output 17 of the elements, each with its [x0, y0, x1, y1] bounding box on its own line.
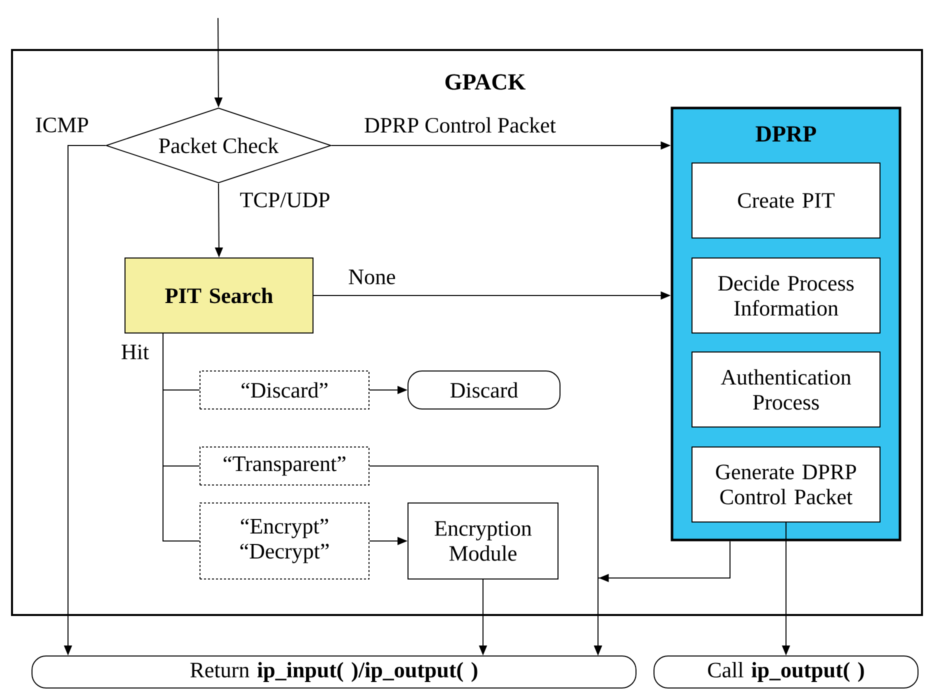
edge-label: None: [347, 268, 397, 286]
process-box: Authentication Process: [692, 352, 880, 428]
terminal-box: Call ip_output( ): [654, 655, 918, 688]
process-box: Decide Process Information: [692, 257, 880, 334]
edge-label: ICMP: [34, 116, 90, 134]
edge-label: TCP/UDP: [238, 192, 332, 208]
process-box: Generate DPRP Control Packet: [692, 446, 880, 522]
terminal-box: Return ip_input( )/ip_output( ): [32, 655, 636, 688]
option-box: “Discard”: [200, 370, 370, 410]
edge-label: Hit: [120, 344, 150, 360]
process-box: PIT Search: [124, 257, 314, 334]
option-box: “Encrypt” “Decrypt”: [200, 502, 370, 580]
process-box: Create PIT: [692, 162, 880, 238]
terminal-box: Discard: [408, 370, 560, 410]
edge-label: DPRP Control Packet: [363, 116, 557, 134]
option-box: “Transparent”: [200, 446, 370, 486]
process-box: Encryption Module: [408, 502, 558, 580]
